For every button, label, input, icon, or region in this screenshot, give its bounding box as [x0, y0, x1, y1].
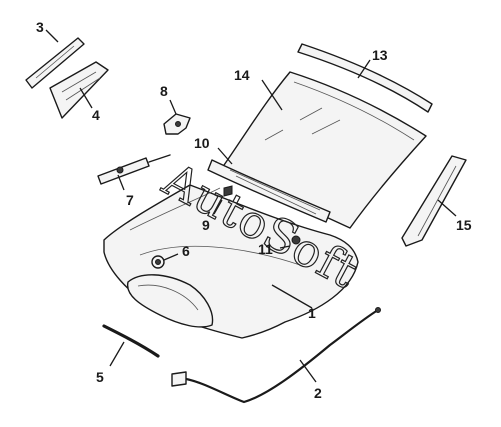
callout-13: 13 [372, 47, 388, 63]
callout-2: 2 [314, 385, 322, 401]
callout-15: 15 [456, 217, 472, 233]
part-release-cable [171, 307, 381, 404]
part-hood-latch [279, 235, 301, 249]
callout-14: 14 [234, 67, 250, 83]
callout-1: 1 [308, 305, 316, 321]
part-hood-bracket [25, 29, 85, 89]
part-hood-emblem [151, 253, 179, 269]
callout-10: 10 [194, 135, 210, 151]
part-hood-hinge [163, 99, 191, 135]
part-hood [103, 184, 359, 339]
callout-9: 9 [202, 217, 210, 233]
callout-7: 7 [126, 192, 134, 208]
callout-4: 4 [92, 107, 100, 123]
callout-5: 5 [96, 369, 104, 385]
callout-11: 11 [258, 241, 273, 257]
part-hood-strut [97, 154, 171, 191]
part-hood-seal [102, 324, 160, 367]
part-cowl-panel [207, 147, 331, 223]
part-hood-insulator [49, 61, 109, 119]
callout-3: 3 [36, 19, 44, 35]
callout-6: 6 [182, 243, 190, 259]
part-a-pillar-trim [401, 155, 467, 247]
part-windshield-upper-molding [297, 43, 433, 113]
callout-8: 8 [160, 83, 168, 99]
part-hinge-pin [213, 185, 233, 215]
